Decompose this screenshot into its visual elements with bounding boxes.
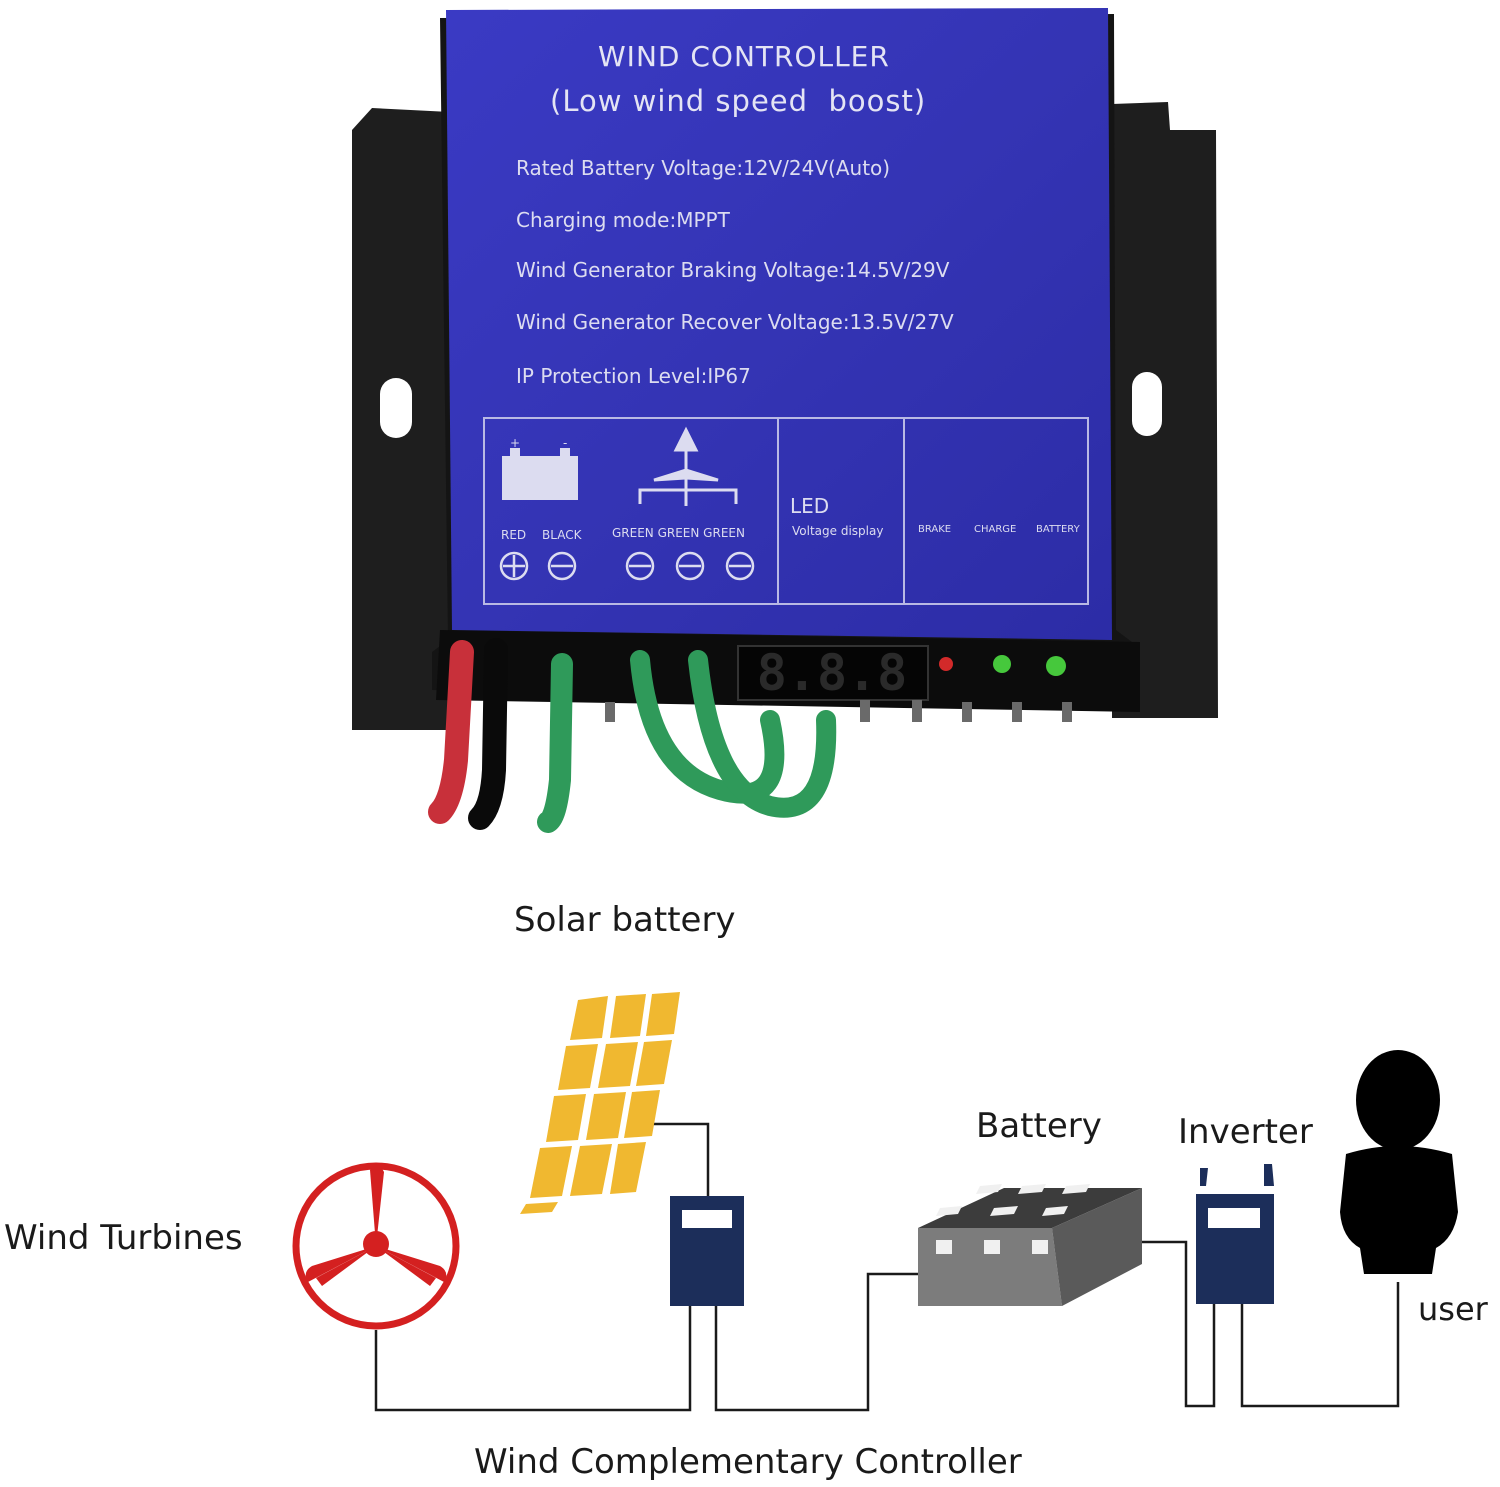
battery-label: Battery [976, 1106, 1102, 1146]
user-icon [1340, 1050, 1458, 1274]
terminal-green-label: GREEN GREEN GREEN [612, 526, 745, 540]
solar-panel-icon [520, 992, 680, 1214]
status-label-charge: CHARGE [974, 524, 1017, 535]
inverter-to-user-line [1240, 1282, 1400, 1408]
battery-minus-label: - [563, 436, 568, 450]
solar-battery-label: Solar battery [514, 900, 736, 940]
spec-charging-mode: Charging mode:MPPT [516, 208, 730, 232]
battery-symbol-icon [502, 448, 578, 500]
mounting-flanges [352, 102, 1218, 730]
controller-label: Wind Complementary Controller [474, 1442, 1022, 1482]
wind-turbine-icon [292, 1162, 460, 1330]
terminal-symbols [499, 551, 755, 581]
mount-slot-right [1132, 372, 1162, 436]
turbine-to-controller-line [374, 1304, 692, 1412]
controller-face [446, 8, 1112, 640]
wind-turbines-label: Wind Turbines [4, 1218, 243, 1258]
mount-slot-left [380, 378, 412, 438]
spec-rated-voltage: Rated Battery Voltage:12V/24V(Auto) [516, 156, 891, 180]
inverter-icon [1196, 1164, 1274, 1304]
brake-led [939, 657, 953, 671]
spec-braking-voltage: Wind Generator Braking Voltage:14.5V/29V [516, 258, 950, 282]
product-subtitle: (Low wind speed boost) [550, 84, 927, 118]
terminal-label-box [483, 417, 1089, 605]
spec-ip-level: IP Protection Level:IP67 [516, 364, 751, 388]
charge-led [993, 655, 1011, 673]
led-subtitle: Voltage display [792, 524, 884, 538]
battery-led [1046, 656, 1066, 676]
battery-icon [918, 1184, 1142, 1306]
inverter-label: Inverter [1178, 1112, 1313, 1152]
solar-to-controller-line [642, 1122, 710, 1196]
system-diagram [292, 992, 1458, 1412]
led-title: LED [790, 494, 830, 518]
status-label-brake: BRAKE [918, 524, 952, 535]
controller-illustration: 8.8.8 [352, 8, 1218, 833]
terminal-red-label: RED [501, 528, 527, 542]
connection-lines [374, 1122, 1400, 1412]
wires [428, 638, 837, 833]
battery-to-inverter-line [1142, 1240, 1216, 1408]
led-voltage-display: 8.8.8 [737, 644, 929, 702]
battery-plus-label: + [510, 436, 521, 450]
user-label: user [1418, 1290, 1488, 1328]
status-label-battery: BATTERY [1036, 524, 1080, 535]
terminal-pins [605, 700, 1072, 722]
svg-text:8.8.8: 8.8.8 [757, 644, 908, 702]
controller-to-battery-line [714, 1272, 918, 1412]
turbine-symbol-icon [638, 426, 738, 506]
spec-recover-voltage: Wind Generator Recover Voltage:13.5V/27V [516, 310, 954, 334]
controller-icon [670, 1196, 744, 1306]
terminal-black-label: BLACK [542, 528, 582, 542]
product-title: WIND CONTROLLER [598, 40, 890, 73]
